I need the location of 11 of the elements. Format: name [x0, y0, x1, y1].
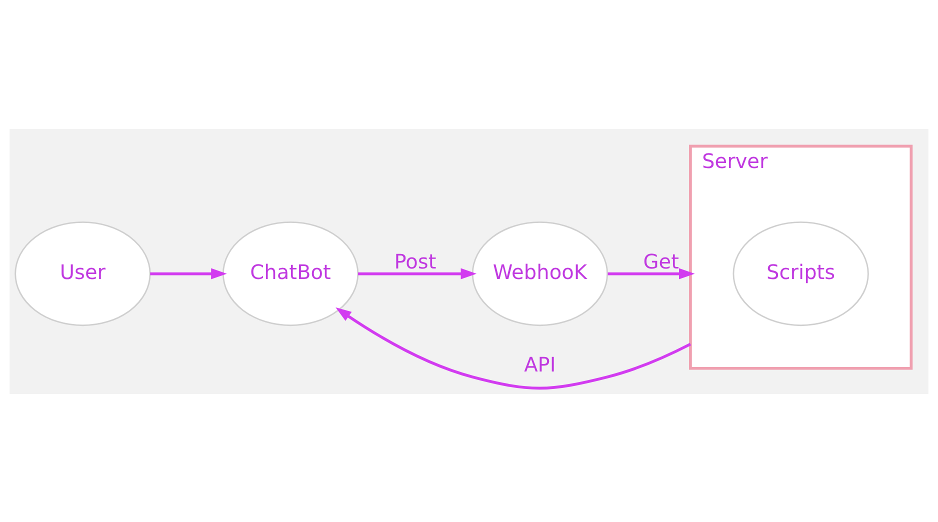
node-ellipse: ChatBot	[222, 220, 359, 326]
arrow	[336, 306, 692, 390]
arrow	[608, 268, 695, 279]
edge-label: Post	[394, 248, 436, 273]
node-ellipse: User	[14, 220, 151, 326]
node-ellipse: WebhooK	[472, 220, 608, 326]
arrow	[150, 268, 227, 279]
arrow	[358, 268, 477, 279]
node-ellipse: Scripts	[732, 220, 869, 326]
edge-label: Get	[643, 248, 679, 273]
edge-label: API	[524, 352, 556, 376]
